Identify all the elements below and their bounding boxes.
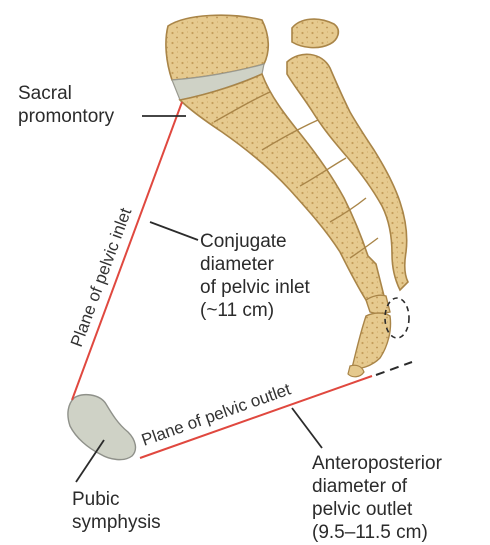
conjugate-diameter-line [72,102,182,400]
plane-of-pelvic-outlet-label: Plane of pelvic outlet [139,379,293,449]
conjugate-diameter-line-1: Conjugate [200,230,310,253]
conjugate-diameter-line-3: of pelvic inlet [200,276,310,299]
sacral-promontory-label: Sacral promontory [18,82,114,128]
conjugate-diameter-label: Conjugate diameter of pelvic inlet (~11 … [200,230,310,322]
sacral-ala-process [292,19,338,48]
anteroposterior-line-1: Anteroposterior [312,452,442,475]
anteroposterior-line-3: pelvic outlet [312,498,442,521]
pubic-symphysis-shape [68,395,136,460]
anteroposterior-line-4: (9.5–11.5 cm) [312,521,442,544]
outlet-diameter-line [140,376,372,458]
anteroposterior-diameter-label: Anteroposterior diameter of pelvic outle… [312,452,442,544]
conjugate-diameter-leader [150,222,198,240]
sacral-promontory-line-2: promontory [18,105,114,128]
outlet-diameter-dashed-extension [376,362,412,375]
conjugate-diameter-line-2: diameter [200,253,310,276]
pubic-symphysis-label: Pubic symphysis [72,488,161,534]
conjugate-diameter-line-4: (~11 cm) [200,299,310,322]
pubic-symphysis-line-1: Pubic [72,488,161,511]
sacral-promontory-line-1: Sacral [18,82,114,105]
outlet-diameter-leader [292,408,322,448]
pubic-symphysis-line-2: symphysis [72,511,161,534]
plane-of-pelvic-inlet-label: Plane of pelvic inlet [67,205,136,349]
anteroposterior-line-2: diameter of [312,475,442,498]
